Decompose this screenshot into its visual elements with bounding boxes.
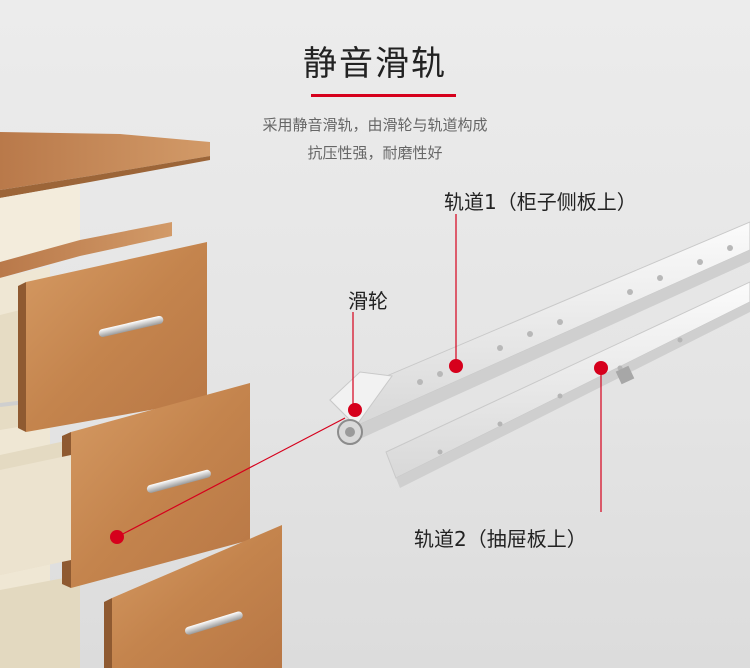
rail1-marker: [449, 359, 463, 373]
drawer-marker: [110, 530, 124, 544]
pulley-marker: [348, 403, 362, 417]
rail-1: [329, 221, 750, 438]
pulley-wheel: [337, 419, 363, 445]
rail2-label: 轨道2（抽屉板上）: [414, 527, 587, 551]
rail2-marker: [594, 361, 608, 375]
drawer-1: [18, 242, 207, 432]
title-underline: [311, 94, 456, 97]
subtitle-line-1: 采用静音滑轨，由滑轮与轨道构成: [262, 116, 488, 134]
drawer-handle: [146, 469, 211, 493]
page-title: 静音滑轨: [303, 44, 447, 84]
drawer-handle: [184, 611, 243, 635]
callout-lines: [116, 214, 602, 538]
drawer-3: [104, 525, 282, 668]
drawer-handle: [98, 315, 164, 337]
rail1-label: 轨道1（柜子侧板上）: [444, 190, 637, 214]
rail-2: [385, 281, 750, 488]
pulley-label: 滑轮: [348, 289, 388, 313]
subtitle-line-2: 抗压性强，耐磨性好: [307, 144, 443, 162]
